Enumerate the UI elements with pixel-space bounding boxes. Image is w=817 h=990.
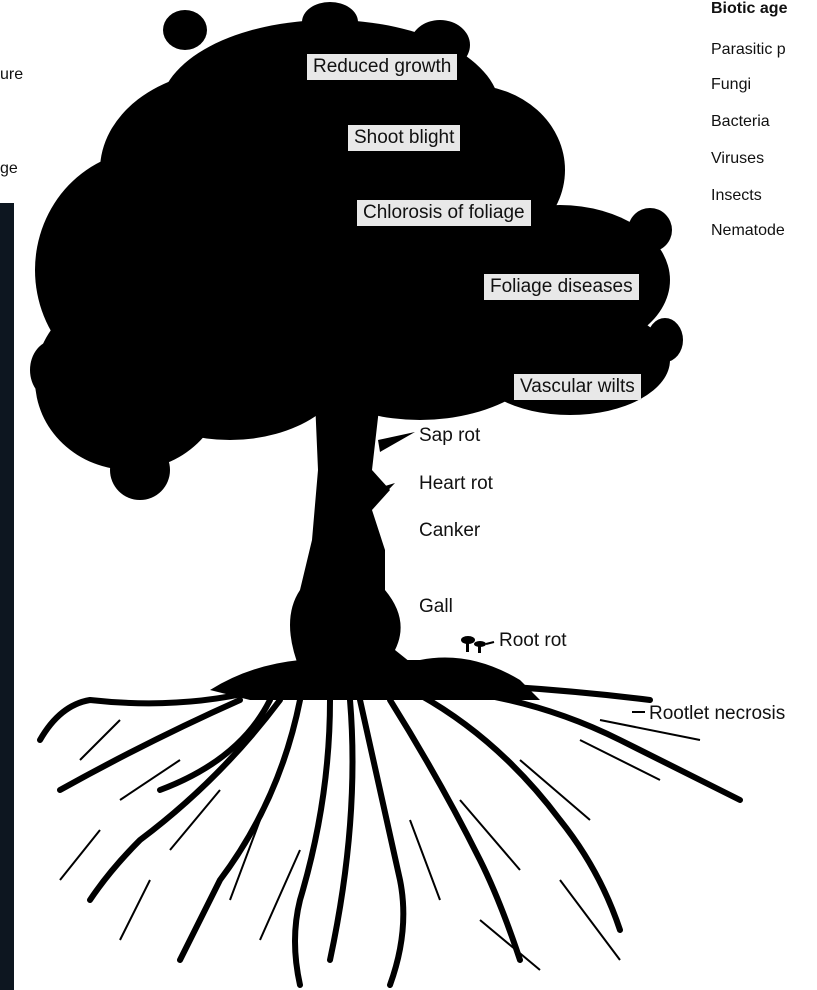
- tree-trunk: [290, 400, 420, 670]
- legend-item-parasitic: Parasitic p: [711, 41, 786, 59]
- legend-item-viruses: Viruses: [711, 150, 764, 168]
- label-reduced-growth: Reduced growth: [307, 54, 457, 80]
- tree-roots: [40, 685, 740, 985]
- root-rot-fungus: [461, 636, 486, 653]
- label-rootlet-necrosis: Rootlet necrosis: [646, 703, 788, 725]
- label-heart-rot: Heart rot: [416, 473, 496, 495]
- legend-item-nematode: Nematode: [711, 222, 785, 240]
- label-foliage-diseases: Foliage diseases: [484, 274, 639, 300]
- label-root-rot: Root rot: [496, 630, 570, 652]
- legend-item-bacteria: Bacteria: [711, 113, 770, 131]
- label-shoot-blight: Shoot blight: [348, 125, 460, 151]
- label-gall: Gall: [416, 596, 456, 618]
- legend-item-insects: Insects: [711, 187, 762, 205]
- tree-rootlets: [60, 720, 700, 970]
- label-vascular-wilts: Vascular wilts: [514, 374, 641, 400]
- legend-title: Biotic age: [711, 0, 787, 18]
- legend-item-fungi: Fungi: [711, 76, 751, 94]
- label-chlorosis-of-foliage: Chlorosis of foliage: [357, 200, 531, 226]
- label-canker: Canker: [416, 520, 483, 542]
- label-sap-rot: Sap rot: [416, 425, 483, 447]
